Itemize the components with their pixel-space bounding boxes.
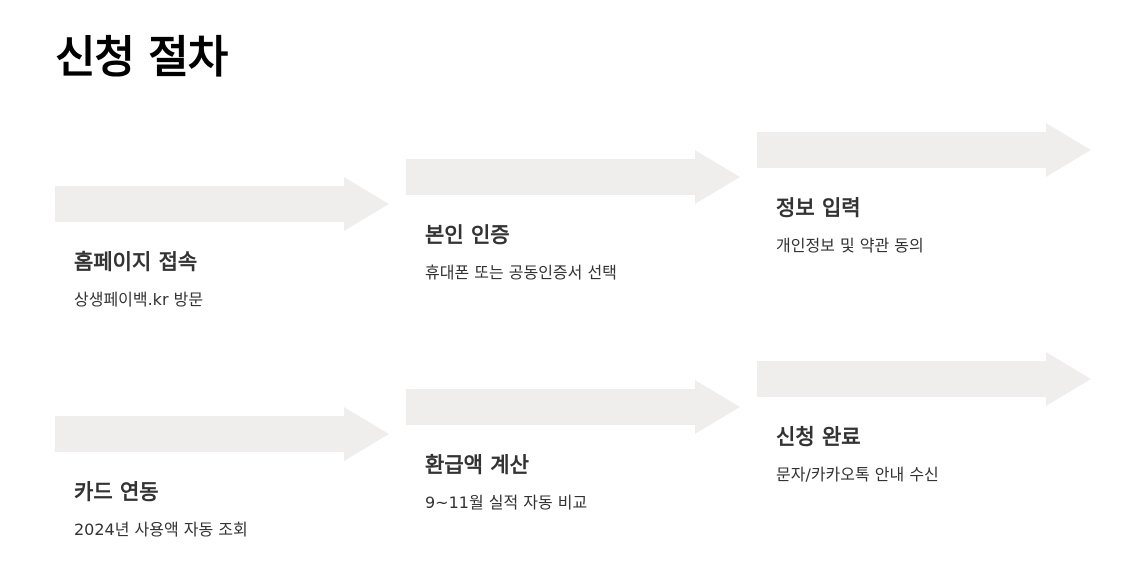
arrow-shape <box>757 123 1091 177</box>
step-description: 문자/카카오톡 안내 수신 <box>776 465 939 484</box>
step-refund-calculation: 환급액 계산 9~11월 실적 자동 비교 <box>406 380 746 560</box>
step-card-link: 카드 연동 2024년 사용액 자동 조회 <box>55 407 395 587</box>
step-application-complete: 신청 완료 문자/카카오톡 안내 수신 <box>757 352 1097 532</box>
arrow-shape <box>406 150 740 204</box>
step-title: 카드 연동 <box>74 480 159 504</box>
step-description: 상생페이백.kr 방문 <box>74 290 204 309</box>
step-homepage-access: 홈페이지 접속 상생페이백.kr 방문 <box>55 177 395 357</box>
step-title: 정보 입력 <box>776 196 861 220</box>
step-title: 홈페이지 접속 <box>74 250 198 274</box>
step-title: 신청 완료 <box>776 425 861 449</box>
arrow-shape <box>55 407 389 461</box>
page-title: 신청 절차 <box>55 32 228 83</box>
step-identity-verification: 본인 인증 휴대폰 또는 공동인증서 선택 <box>406 150 746 330</box>
step-info-input: 정보 입력 개인정보 및 약관 동의 <box>757 123 1097 303</box>
arrow-shape <box>757 352 1091 406</box>
arrow-shape <box>406 380 740 434</box>
step-description: 개인정보 및 약관 동의 <box>776 236 924 255</box>
step-description: 2024년 사용액 자동 조회 <box>74 520 248 539</box>
step-description: 9~11월 실적 자동 비교 <box>425 493 588 512</box>
step-description: 휴대폰 또는 공동인증서 선택 <box>425 263 617 282</box>
arrow-shape <box>55 177 389 231</box>
step-title: 환급액 계산 <box>425 453 529 477</box>
step-title: 본인 인증 <box>425 223 510 247</box>
